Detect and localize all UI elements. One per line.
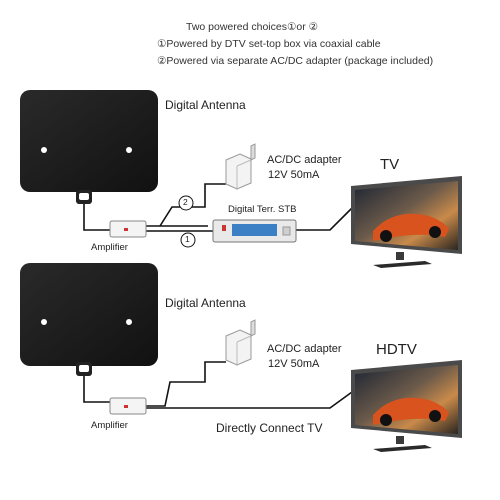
top-cables [83, 183, 353, 232]
bottom-adapter-spec: 12V 50mA [268, 358, 320, 370]
top-antenna [20, 90, 158, 204]
bottom-antenna [20, 263, 158, 376]
header-line-1: Two powered choices①or ② [186, 21, 319, 33]
bottom-cables [83, 361, 353, 409]
marker-1: 1 [185, 234, 190, 244]
top-tv-label: TV [380, 156, 400, 173]
top-amplifier [109, 220, 147, 238]
top-tv [351, 176, 462, 268]
bottom-tv-label: HDTV [376, 341, 417, 358]
top-adapter [225, 143, 256, 190]
top-stb [212, 219, 297, 243]
direct-connection-label: Directly Connect TV [216, 421, 323, 435]
bottom-adapter [225, 319, 256, 366]
top-stb-label: Digital Terr. STB [228, 204, 297, 215]
top-adapter-label: AC/DC adapter [267, 154, 342, 166]
bottom-adapter-label: AC/DC adapter [267, 343, 342, 355]
header-line-2: ①Powered by DTV set-top box via coaxial … [157, 38, 381, 50]
header-line-3: ②Powered via separate AC/DC adapter (pac… [157, 55, 434, 67]
top-antenna-label: Digital Antenna [165, 98, 246, 112]
bottom-antenna-label: Digital Antenna [165, 296, 246, 310]
top-adapter-spec: 12V 50mA [268, 169, 320, 181]
bottom-amplifier-label: Amplifier [91, 420, 128, 431]
bottom-amplifier [109, 397, 147, 415]
marker-2: 2 [183, 197, 188, 207]
marker-1-circle [180, 232, 196, 248]
bottom-tv [351, 360, 462, 452]
marker-2-circle [178, 195, 194, 211]
top-amplifier-label: Amplifier [91, 242, 128, 253]
